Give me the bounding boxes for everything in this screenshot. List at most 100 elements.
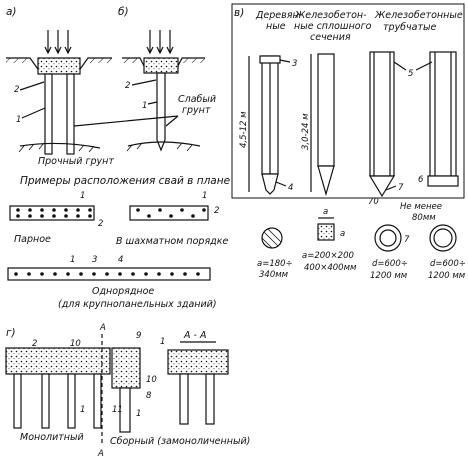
pile-dot [169, 214, 173, 218]
tube-section-right-inner [433, 228, 453, 248]
pile-dot [14, 272, 18, 276]
min-wall-1: Не менее [400, 202, 442, 212]
rc-solid-title-1: Железобетон- [294, 10, 367, 21]
plan-title: Примеры расположения свай в плане [20, 175, 230, 187]
plan-paired: 1 2 Парное [9, 191, 103, 245]
callout-6: 6 [418, 175, 424, 185]
grillage-fill [38, 58, 80, 74]
pile-dot [16, 208, 20, 212]
monolithic-label: Монолитный [20, 432, 84, 443]
pile-dot [28, 214, 32, 218]
firm-soil-line-b [127, 141, 201, 147]
plan-strip-paired [9, 205, 95, 221]
tube-section-left-inner [379, 229, 397, 247]
rc-solid-pile [317, 53, 335, 167]
weak-soil-label-1: Слабый [178, 94, 216, 105]
callout-1: 1 [136, 409, 141, 419]
panel-v-frame [231, 3, 465, 199]
panel-b: б) 2 1 Слабый грунт [73, 6, 216, 152]
callout-5: 5 [408, 69, 413, 79]
callout-2: 2 [125, 81, 130, 91]
plan-strip-staggered [129, 205, 209, 221]
panel-a-letter: а) [6, 6, 17, 18]
pile-dot [183, 272, 187, 276]
callout-1: 1 [80, 405, 85, 415]
firm-soil-label: Прочный грунт [38, 156, 114, 167]
callout-2: 2 [98, 219, 103, 229]
wood-dia-1: a=180÷ [257, 259, 293, 269]
pile-dot [66, 272, 70, 276]
callout-4: 4 [118, 255, 123, 265]
panel-g-letter: г) [6, 327, 16, 339]
pile-dot [64, 208, 68, 212]
callout-4: 4 [288, 183, 293, 193]
tube-d1-1: d=600÷ [372, 259, 408, 269]
leader-line [73, 115, 179, 127]
leader-line [165, 115, 179, 127]
soil-hatch [6, 58, 30, 63]
leader-line [131, 79, 157, 86]
rc-sec-2: 400×400мм [304, 263, 357, 273]
pile-dot [180, 208, 184, 212]
tube-pile-ring [427, 175, 459, 187]
pile-dot [64, 214, 68, 218]
firm-soil-hatch-b [126, 142, 193, 152]
rc-a-label-side: a [340, 229, 345, 239]
single-row-note: (для крупнопанельных зданий) [58, 299, 217, 310]
rc-solid-title-3: сечения [310, 32, 351, 43]
tube-d2-2: 1200 мм [428, 271, 466, 281]
leader-line [147, 101, 158, 105]
pile-dot [144, 272, 148, 276]
pile-dot [52, 214, 56, 218]
monolithic-piles [13, 373, 102, 429]
pile-dot [27, 272, 31, 276]
callout-2: 2 [14, 85, 19, 95]
pile-a-right [66, 73, 75, 155]
pile-dot [170, 272, 174, 276]
rc-tube-title-1: Железобетонные [374, 10, 463, 21]
pile-dot [88, 214, 92, 218]
soil-hatch [182, 58, 205, 63]
soil-hatch [88, 58, 112, 63]
pile-dot [40, 272, 44, 276]
panel-g: г) 2 10 1 Монолитный А А 9 1 10 8 11 1 С… [5, 323, 250, 459]
pile-dots-single [14, 272, 200, 276]
pile-dot [53, 272, 57, 276]
pile [13, 373, 22, 429]
tube-pile-right [429, 51, 457, 177]
panel-a: а) 2 1 [6, 6, 112, 155]
firm-soil-line-a [19, 142, 101, 149]
pile-a-left [44, 73, 53, 155]
callout-1: 1 [16, 115, 21, 125]
tube-pile-cone [368, 175, 396, 198]
wood-pile-ring [259, 55, 281, 64]
monolithic-fill [6, 348, 110, 374]
callout-1: 1 [142, 101, 147, 111]
soil-hatch [122, 58, 140, 63]
wood-section [261, 227, 283, 249]
section-slab-fill [168, 350, 228, 374]
leader-line [21, 107, 46, 119]
precast-label: Сборный (замоноличенный) [110, 436, 250, 447]
plan-single-row: 1 3 4 Однорядное (для крупнопанельных зд… [7, 255, 217, 310]
pile-dot [191, 214, 195, 218]
callout-1: 1 [80, 191, 85, 201]
callout-1: 1 [70, 255, 75, 265]
callout-2: 2 [32, 339, 37, 349]
pile-dot [157, 272, 161, 276]
paired-label: Парное [14, 234, 51, 245]
callout-8: 8 [146, 391, 152, 401]
pile-dot [196, 272, 200, 276]
pile [67, 373, 76, 429]
pile-dots-staggered [136, 208, 206, 218]
section-pile [179, 373, 189, 425]
wood-section-hatch [261, 228, 282, 249]
rc-solid-pile-tip [317, 165, 335, 197]
pile-dot [40, 214, 44, 218]
leader-line [415, 61, 433, 71]
wood-title-2: ные [266, 21, 286, 32]
callout-10: 10 [146, 375, 157, 385]
load-arrows-b [146, 30, 174, 55]
pile-dot [79, 272, 83, 276]
